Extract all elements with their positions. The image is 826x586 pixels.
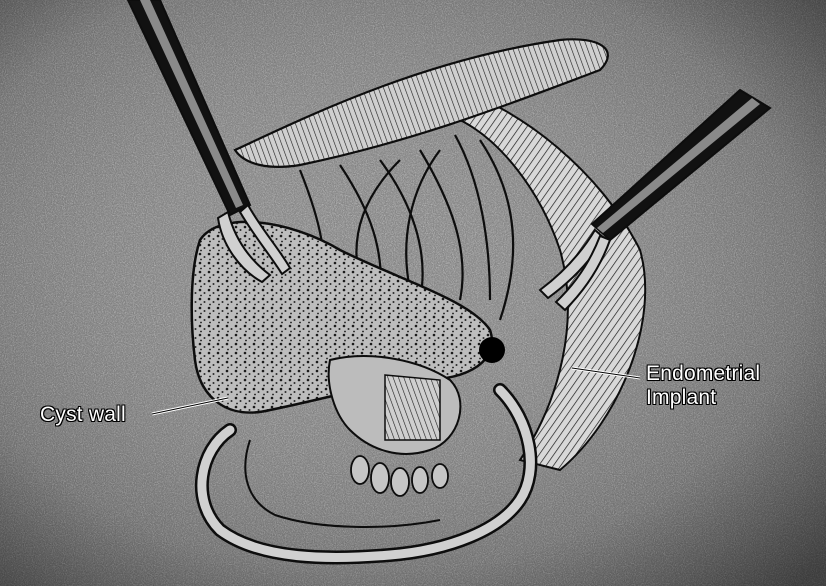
endometrial-implant-label-line1: Endometrial — [646, 363, 760, 385]
cyst-interior-hatch — [385, 375, 440, 440]
endometrial-implant — [479, 337, 505, 363]
endometrial-implant-label-line2: Implant — [646, 387, 716, 409]
cyst-wall-label: Cyst wall — [40, 404, 126, 426]
